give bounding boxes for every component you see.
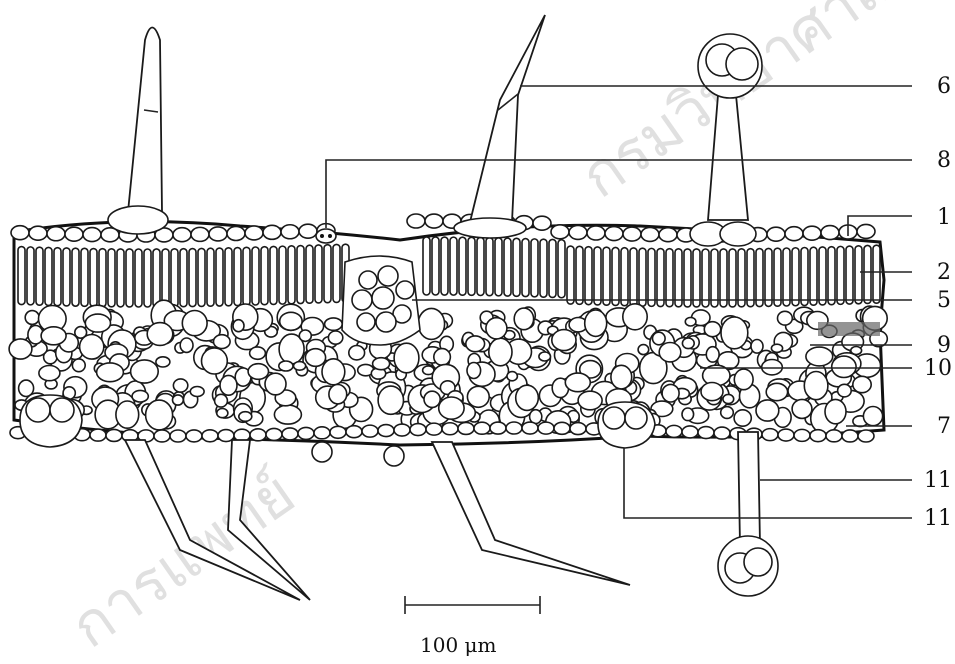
label-8: 8 (937, 148, 951, 173)
label-11-b: 11 (924, 506, 952, 531)
trichome-lower-3 (432, 442, 630, 585)
scale-bar (405, 596, 540, 614)
scale-bar-label: 100 μm (420, 633, 497, 657)
palisade-layer (18, 237, 880, 307)
trichome-upper-2 (454, 15, 545, 238)
label-1: 1 (937, 205, 951, 230)
gland-lower-left (20, 395, 82, 447)
crystal-cell (818, 322, 880, 336)
gland-lower-mid (598, 402, 655, 448)
watermark-top: กรมวิทยาศาสตร์ (568, 0, 955, 212)
label-7: 7 (937, 414, 951, 439)
label-11-a: 11 (924, 468, 952, 493)
glandular-hair-lower (718, 432, 778, 596)
stoma-upper (316, 229, 336, 243)
small-lower-gland-2 (384, 446, 404, 466)
label-10: 10 (924, 356, 952, 381)
small-lower-gland-1 (312, 442, 332, 462)
vascular-bundle (342, 256, 420, 345)
trichome-upper-1 (108, 28, 168, 235)
spongy-mesophyll (9, 300, 887, 434)
label-5: 5 (937, 288, 951, 313)
label-2: 2 (937, 260, 951, 285)
label-9: 9 (937, 333, 951, 358)
label-6: 6 (937, 74, 951, 99)
